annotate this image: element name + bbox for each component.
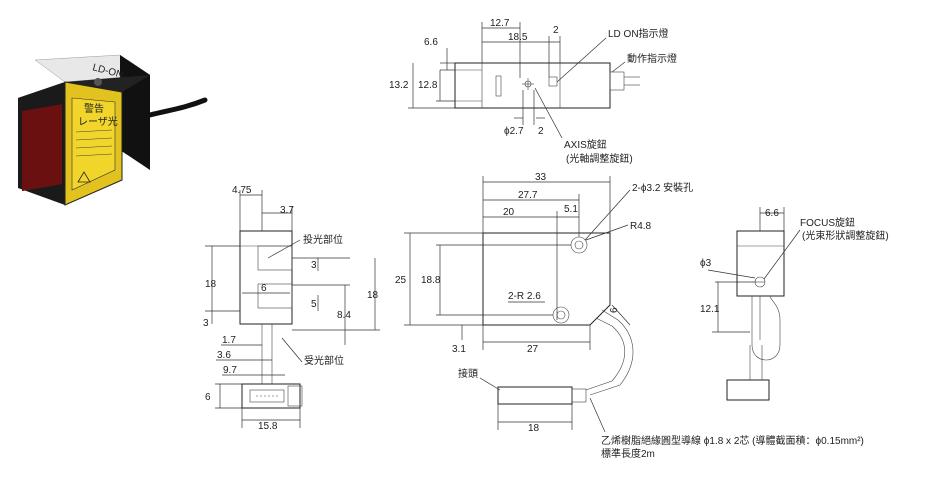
dim-18-8: 18.8 (421, 275, 441, 286)
top-view: 12.7 18.5 2 6.6 13.2 12.8 ϕ2.7 2 LD ON指示… (389, 18, 677, 165)
dim-18-left: 18 (205, 279, 217, 290)
dim-20: 20 (503, 207, 515, 218)
dim-3-7: 3.7 (280, 205, 294, 216)
label-emitter: 投光部位 (303, 233, 343, 246)
dim-phi-2-7: ϕ2.7 (504, 126, 524, 137)
dim-2-bottom: 2 (538, 126, 544, 137)
dim-1-7: 1.7 (222, 335, 236, 346)
label-axis-knob: AXIS旋鈕 (564, 138, 607, 151)
label-receiver: 受光部位 (304, 354, 344, 367)
dim-3-1: 3.1 (452, 344, 466, 355)
dim-5-1: 5.1 (564, 204, 578, 215)
dim-2-top: 2 (553, 25, 559, 36)
dim-12-7: 12.7 (490, 18, 510, 29)
top-view-body (454, 62, 611, 109)
dim-18-5: 18.5 (508, 32, 528, 43)
dim-6-6: 6.6 (424, 37, 438, 48)
dim-6-front: 6 (609, 307, 620, 313)
label-cable-length: 標準長度2m (601, 447, 655, 460)
dim-5: 5 (311, 299, 317, 310)
front-view: 33 27.7 20 5.1 R4.8 25 18.8 2-R 2.6 3.1 … (395, 172, 864, 460)
label-axis-knob-sub: (光軸調整旋鈕) (566, 152, 633, 165)
right-view-body (736, 230, 785, 297)
dim-13-2: 13.2 (389, 80, 409, 91)
dim-phi-3: ϕ3 (700, 258, 712, 269)
dim-6: 6 (261, 283, 267, 294)
front-view-body (482, 232, 611, 326)
side-view: 4.75 3.7 18 3 6 3 5 8.4 18 1.7 3.6 9.7 6 (203, 185, 380, 432)
label-connector: 接頭 (458, 367, 478, 380)
photo-warning-title: 警告 (84, 102, 104, 115)
label-action-indicator: 動作指示燈 (627, 52, 677, 65)
dim-6-bottom: 6 (205, 392, 211, 403)
dim-r4-8: R4.8 (630, 221, 652, 232)
right-view: 6.6 ϕ3 12.1 FOCUS旋鈕 (光束形狀調整旋鈕) (700, 207, 889, 401)
dim-27-7: 27.7 (518, 190, 538, 201)
label-focus-knob-sub: (光束形狀調整旋鈕) (802, 229, 889, 242)
side-view-body (239, 230, 293, 325)
label-cable: 乙烯樹脂絕緣圓型導線 ϕ1.8 x 2芯 (導體截面積：ϕ0.15mm²) (601, 434, 864, 447)
dim-12-8: 12.8 (418, 80, 438, 91)
dim-12-1: 12.1 (700, 304, 720, 315)
dim-15-8: 15.8 (258, 421, 278, 432)
sensor-photo: 警告 レーザ光 LD-ON (18, 54, 208, 206)
dim-2-r-2-6: 2-R 2.6 (508, 291, 541, 302)
dim-18-connector: 18 (528, 423, 540, 434)
dim-4-75: 4.75 (232, 185, 252, 196)
dim-8-4: 8.4 (337, 310, 351, 321)
dim-3-left: 3 (203, 318, 209, 329)
dim-18-right: 18 (367, 290, 379, 301)
dim-3-6: 3.6 (217, 350, 231, 361)
dim-33: 33 (535, 172, 547, 183)
dim-27: 27 (527, 344, 539, 355)
label-focus-knob: FOCUS旋鈕 (800, 216, 855, 229)
dim-25: 25 (395, 275, 407, 286)
dim-3-right: 3 (311, 260, 317, 271)
photo-warning-text: レーザ光 (78, 115, 118, 128)
dim-9-7: 9.7 (223, 365, 237, 376)
dim-6-6-right: 6.6 (765, 208, 779, 219)
label-ld-on: LD ON指示燈 (608, 27, 669, 40)
label-mount-holes: 2-ϕ3.2 安裝孔 (632, 181, 693, 194)
